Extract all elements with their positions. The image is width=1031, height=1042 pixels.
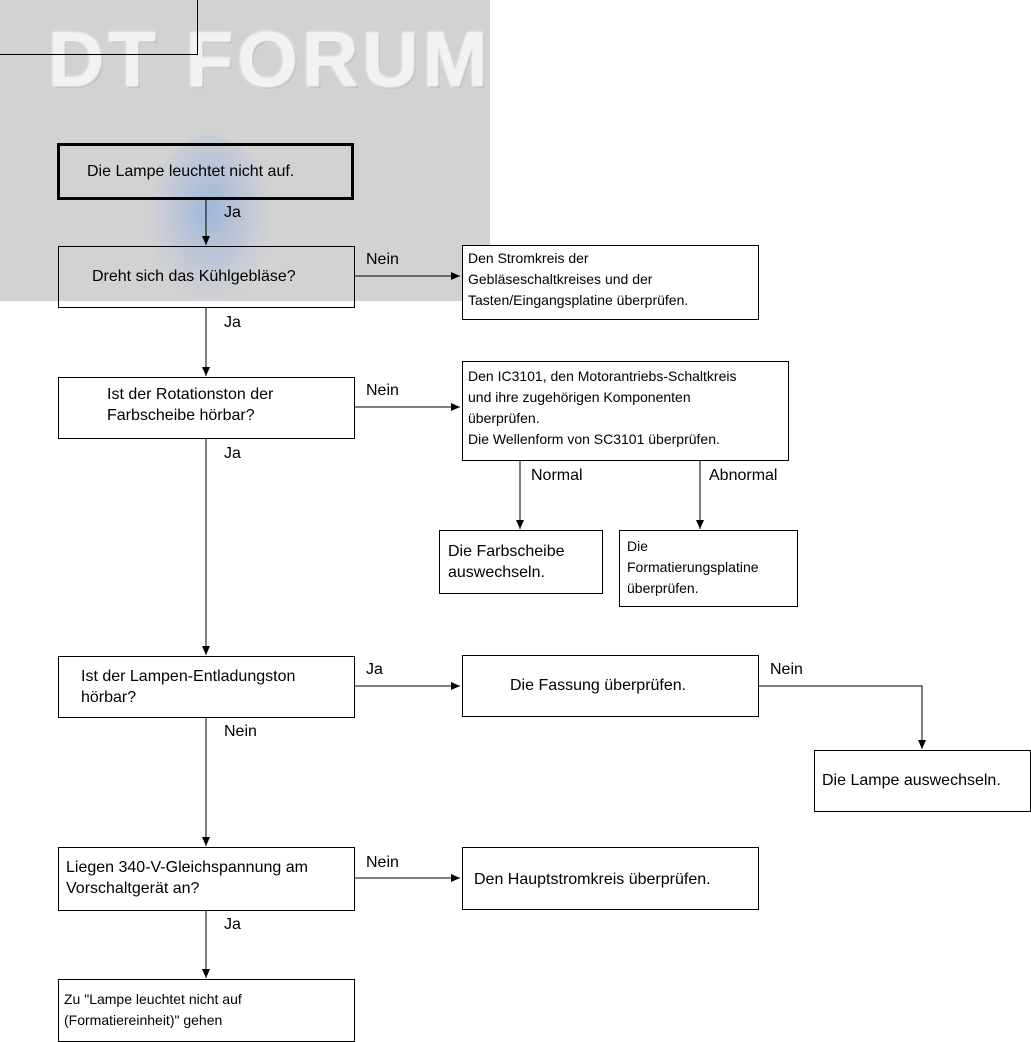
ic-check-line-1: Den IC3101, den Motorantriebs-Schaltkrei… — [468, 368, 737, 384]
discharge-question-box: Ist der Lampen-Entladungston hörbar? — [58, 656, 355, 718]
fan-check-line-2: Gebläseschaltkreises und der — [468, 271, 653, 287]
check-formatter-line-1: Die — [627, 538, 649, 554]
fan-question-text: Dreht sich das Kühlgebläse? — [92, 268, 296, 285]
goto-line-2: (Formatiereinheit)" gehen — [64, 1012, 223, 1028]
replace-wheel-box: Die Farbscheibe auswechseln. — [439, 530, 603, 594]
rotation-question-line-1: Ist der Rotationston der — [107, 386, 274, 403]
label-ja-voltage: Ja — [224, 916, 241, 933]
ic-check-box: Den IC3101, den Motorantriebs-Schaltkrei… — [462, 361, 789, 461]
voltage-question-line-2: Vorschaltgerät an? — [66, 880, 200, 897]
goto-box: Zu "Lampe leuchtet nicht auf (Formatiere… — [58, 979, 355, 1042]
start-box: Die Lampe leuchtet nicht auf. — [57, 143, 354, 200]
check-main-box: Den Hauptstromkreis überprüfen. — [462, 847, 759, 910]
fan-check-line-3: Tasten/Eingangsplatine überprüfen. — [468, 292, 689, 308]
goto-line-1: Zu "Lampe leuchtet nicht auf — [64, 991, 242, 1007]
check-socket-box: Die Fassung überprüfen. — [462, 655, 759, 717]
arrow-socket-to-lamp — [758, 685, 926, 749]
label-nein-voltage: Nein — [366, 854, 399, 871]
fan-check-line-1: Den Stromkreis der — [468, 250, 589, 266]
check-socket-text: Die Fassung überprüfen. — [510, 677, 687, 694]
watermark-line-horizontal — [0, 54, 198, 55]
label-nein-socket: Nein — [770, 661, 803, 678]
check-formatter-line-3: überprüfen. — [627, 580, 699, 596]
check-formatter-box: Die Formatierungsplatine überprüfen. — [619, 530, 798, 607]
fan-check-box: Den Stromkreis der Gebläseschaltkreises … — [462, 245, 759, 320]
rotation-question-box: Ist der Rotationston der Farbscheibe hör… — [58, 377, 355, 439]
replace-wheel-line-1: Die Farbscheibe — [448, 543, 565, 560]
watermark-logo: DT FORUM — [48, 15, 492, 103]
label-nein-fan: Nein — [366, 251, 399, 268]
label-ja-rotation: Ja — [224, 445, 241, 462]
ic-check-line-4: Die Wellenform von SC3101 überprüfen. — [468, 431, 720, 447]
watermark-line-vertical — [197, 0, 198, 55]
replace-lamp-text: Die Lampe auswechseln. — [822, 772, 1001, 789]
watermark-face-image — [150, 135, 270, 300]
label-abnormal: Abnormal — [709, 467, 778, 484]
label-ja-fan: Ja — [224, 314, 241, 331]
label-normal: Normal — [531, 467, 583, 484]
replace-wheel-line-2: auswechseln. — [448, 564, 545, 581]
check-formatter-line-2: Formatierungsplatine — [627, 559, 759, 575]
ic-check-line-3: überprüfen. — [468, 410, 540, 426]
ic-check-line-2: und ihre zugehörigen Komponenten — [468, 389, 691, 405]
voltage-question-box: Liegen 340-V-Gleichspannung am Vorschalt… — [58, 847, 355, 911]
label-ja-start: Ja — [224, 204, 241, 221]
label-ja-discharge: Ja — [366, 661, 383, 678]
check-main-text: Den Hauptstromkreis überprüfen. — [474, 871, 711, 888]
start-text: Die Lampe leuchtet nicht auf. — [87, 163, 295, 180]
discharge-question-line-1: Ist der Lampen-Entladungston — [81, 668, 296, 685]
replace-lamp-box: Die Lampe auswechseln. — [814, 750, 1031, 812]
rotation-question-line-2: Farbscheibe hörbar? — [107, 407, 255, 424]
fan-question-box: Dreht sich das Kühlgebläse? — [58, 246, 355, 308]
voltage-question-line-1: Liegen 340-V-Gleichspannung am — [66, 859, 308, 876]
discharge-question-line-2: hörbar? — [81, 689, 137, 706]
label-nein-discharge: Nein — [224, 723, 257, 740]
label-nein-rotation: Nein — [366, 382, 399, 399]
